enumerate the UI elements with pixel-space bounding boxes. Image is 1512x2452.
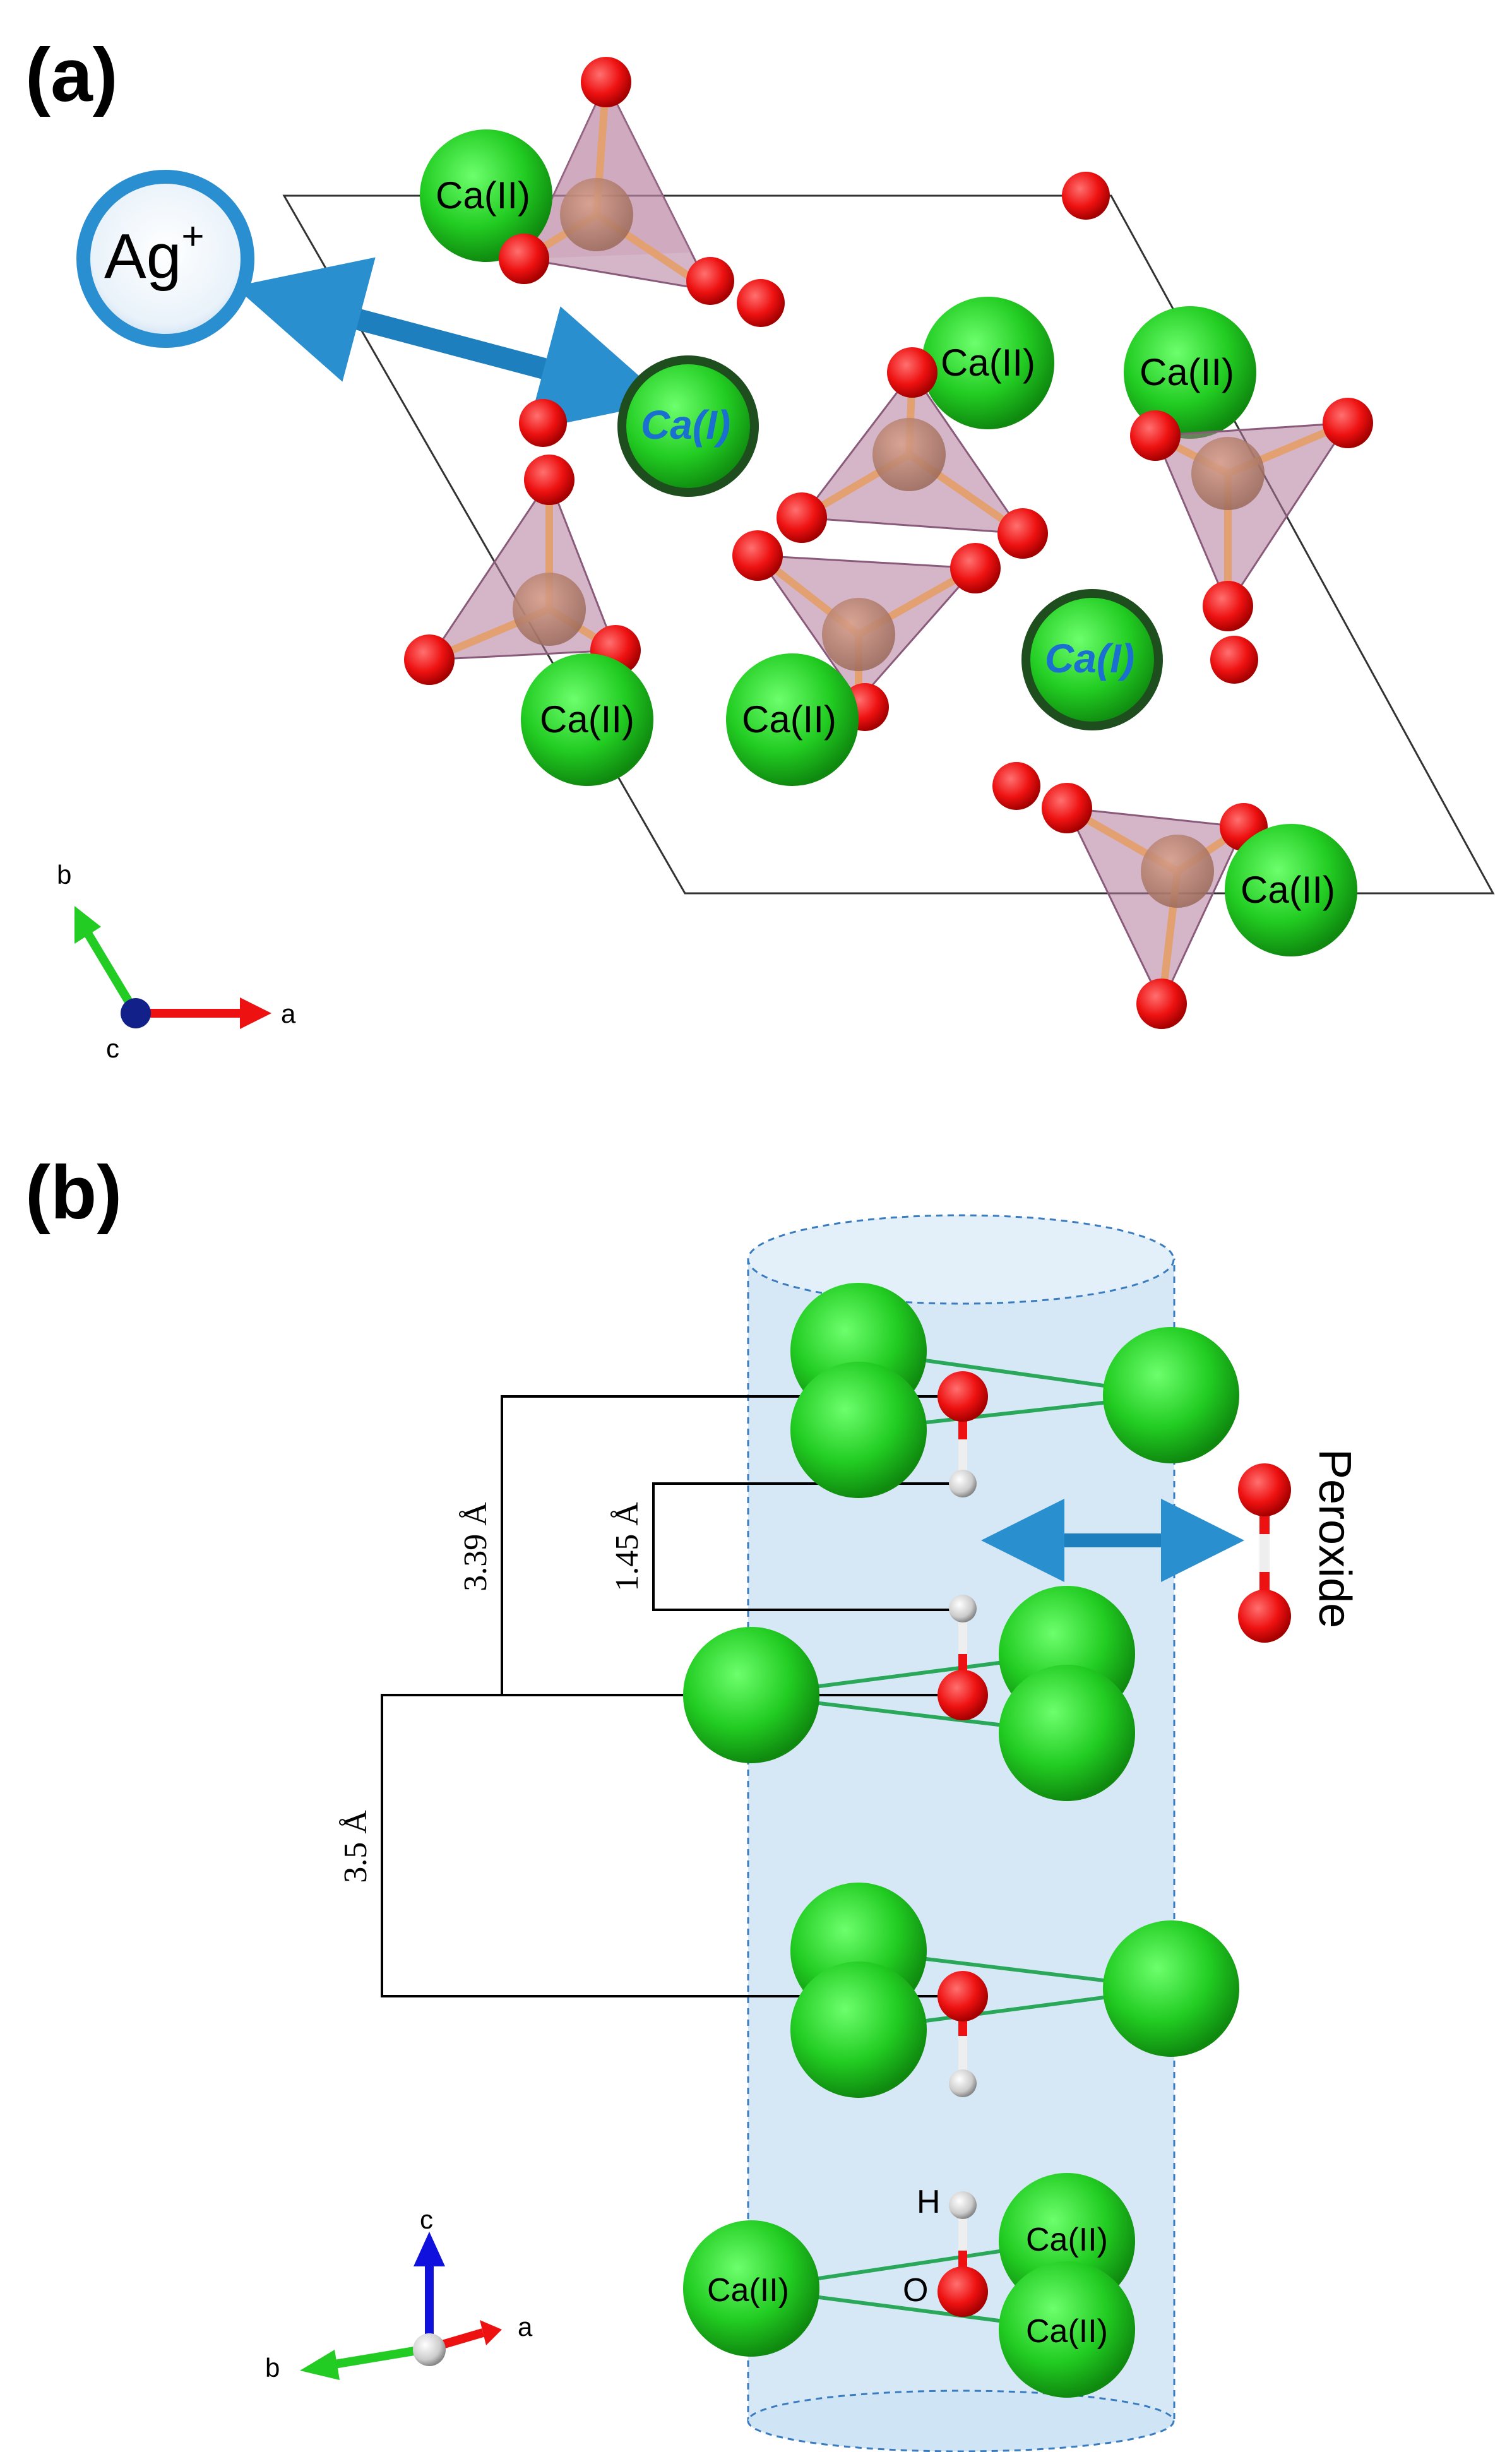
calcium-atom [1103,1327,1239,1463]
calcium-atom [683,2220,819,2357]
axis-c-label: c [106,1033,119,1063]
distance-1-45: 1.45 Å [609,1502,645,1592]
axis-b-label: b [265,2353,280,2383]
oxygen-atom [997,508,1048,559]
oxygen-atom [1136,979,1187,1029]
oxygen-atom [1210,636,1258,684]
ca-oh-cluster [790,1883,1239,2098]
calcium-atom [999,2261,1135,2398]
ag-ion: Ag+ [76,170,254,348]
ca2-atom [922,297,1054,429]
oxygen-atom [938,1971,988,2021]
ca2-label: Ca(II) [436,174,530,217]
phosphate-tetrahedron [521,80,713,294]
oxygen-atom [1042,783,1092,833]
ca1-label: Ca(I) [1045,636,1134,681]
oxygen-atom [938,2266,988,2317]
oxygen-atom [777,492,827,543]
oxygen-label: O [903,2272,928,2309]
oxygen-atom [581,57,631,107]
oxygen-atom [938,1371,988,1422]
hydrogen-label: H [917,2184,941,2220]
hydrogen-atom [949,1595,977,1622]
ca-oh-cluster: Ca(II) Ca(II) Ca(II) H O [683,2173,1135,2398]
ca1-atom [1021,589,1163,730]
ca1-atom [617,355,759,497]
ca2-atom [726,653,859,786]
calcium-atom [683,1627,819,1763]
ca2-atom [1225,824,1357,956]
peroxide-label: Peroxide [1309,1449,1360,1628]
calcium-atom [1103,1920,1239,2057]
ca2-label: Ca(II) [1026,2222,1108,2258]
axes-indicator-b: c b a [265,2205,533,2383]
hydrogen-atom [949,1470,977,1497]
hydrogen-atom [949,2069,977,2097]
oxygen-atom [524,455,574,505]
oxygen-atom [1130,410,1181,461]
oxygen-atom [1323,398,1373,448]
oxygen-atom [1062,172,1110,220]
ca2-label: Ca(II) [540,698,634,741]
ca2-label: Ca(II) [1241,869,1335,911]
hydrogen-atom [949,2191,977,2219]
oxygen-atom [404,634,455,685]
axis-a-label: a [281,999,296,1028]
axis-c-label: c [420,2205,433,2234]
distance-3-5: 3.5 Å [338,1810,374,1883]
unit-cell [282,194,1495,895]
ca2-label: Ca(II) [1140,351,1234,393]
oxygen-atom [519,399,567,447]
exchange-arrow [234,257,669,431]
ca2-atom [1124,306,1256,439]
oxygen-atom [686,257,734,305]
ca2-atom [521,653,653,786]
oxygen-atom [887,347,938,398]
ca2-atom [420,129,552,262]
distance-3-39: 3.39 Å [458,1502,494,1592]
axis-a-label: a [518,2312,533,2342]
panel-b-label: (b) [25,1150,122,1235]
ca-oh-cluster [683,1586,1135,1801]
ca-oh-cluster [790,1283,1239,1498]
oxygen-atom [499,234,549,284]
oxygen-atom [1238,1463,1291,1516]
oxygen-atom [938,1670,988,1720]
ag-ion-label: Ag+ [104,215,205,292]
oxygen-atom [732,530,783,581]
oxygen-atom [737,279,785,327]
phosphate-tetrahedron [1065,804,1246,1006]
ca2-label: Ca(II) [707,2272,789,2309]
ca2-label: Ca(II) [1026,2313,1108,2350]
calcium-atom [999,1665,1135,1801]
oxygen-atom [1238,1590,1291,1643]
ca2-label: Ca(II) [742,698,836,741]
axis-b-label: b [57,860,71,890]
oxygen-atom [992,762,1040,810]
ca2-label: Ca(II) [941,342,1035,384]
phosphate-tetrahedron [427,477,618,664]
phosphate-tetrahedron [1153,419,1350,609]
peroxide-molecule [1238,1463,1291,1643]
calcium-atom [790,1362,927,1498]
calcium-atom [790,1961,927,2098]
oxygen-atom [1203,581,1253,631]
panel-a-label: (a) [25,33,118,117]
ca1-label: Ca(I) [641,402,730,448]
axes-indicator-a: a b c [57,860,296,1063]
oxygen-atom [950,543,1001,593]
